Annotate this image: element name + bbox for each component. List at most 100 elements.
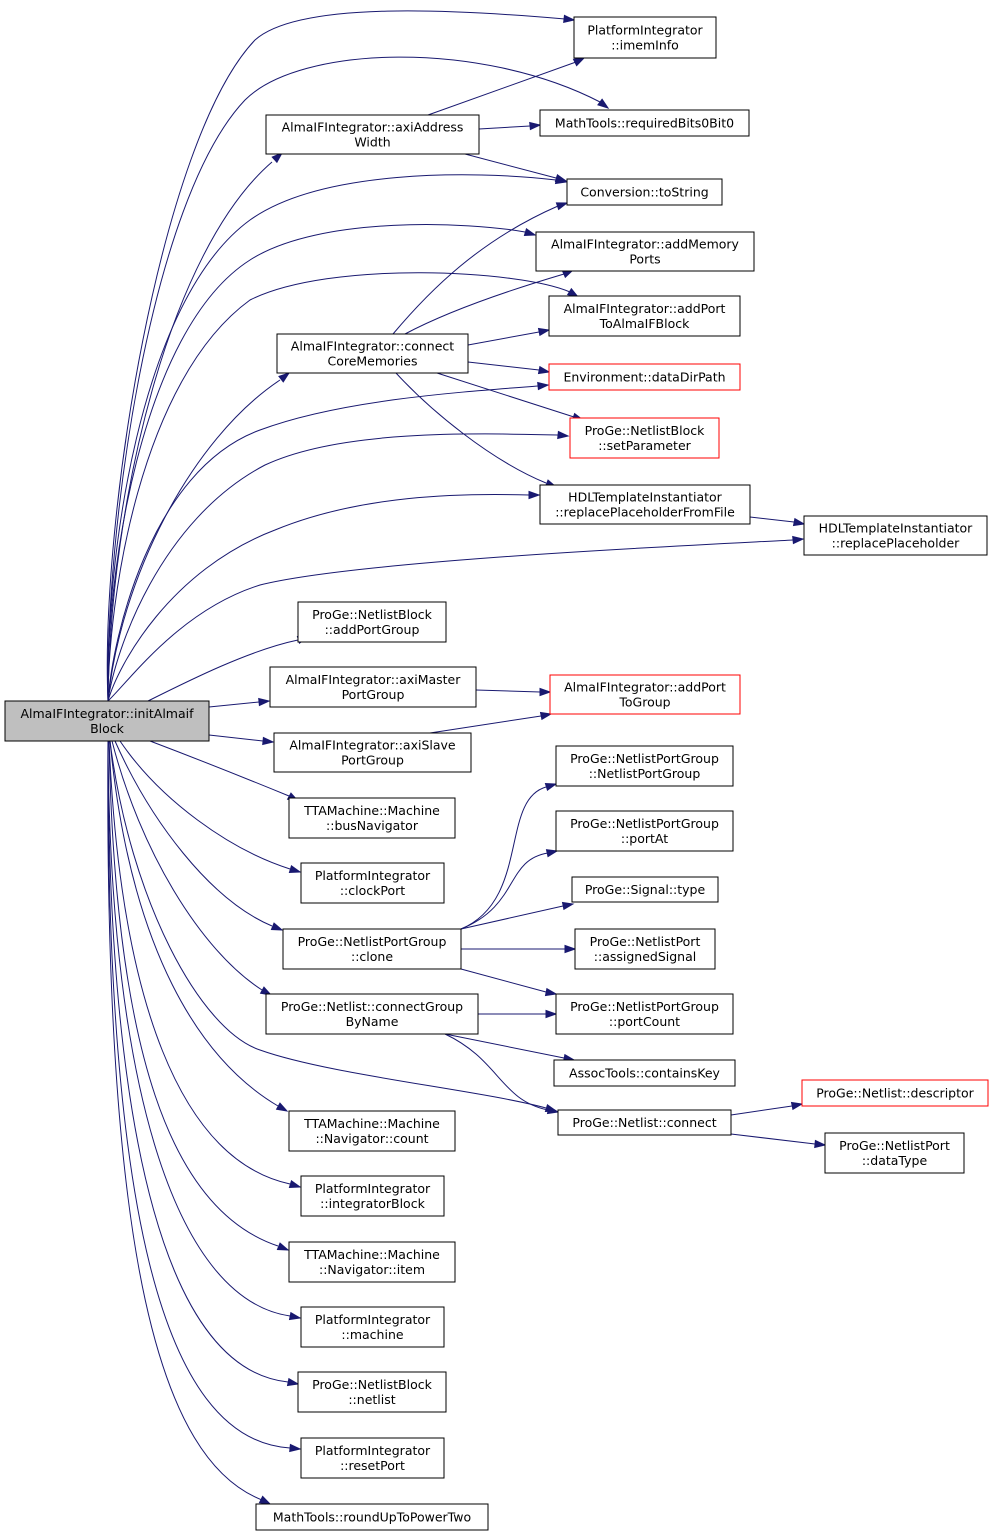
node-bus-navigator[interactable]: TTAMachine::Machine::busNavigator [288, 797, 456, 839]
edge-arrowhead [288, 1179, 302, 1189]
edge-root-to-set-parameter [107, 430, 570, 702]
edge-axi-master-to-add-port-to-group [475, 687, 552, 697]
node-add-port-group[interactable]: ProGe::NetlistBlock::addPortGroup [297, 601, 447, 643]
node-data-dir-path[interactable]: Environment::dataDirPath [548, 363, 741, 391]
edge-root-to-netlist [107, 740, 300, 1387]
node-label-line: ProGe::NetlistPort [839, 1138, 950, 1153]
edge-line [730, 1133, 816, 1145]
edge-arrowhead [275, 1102, 289, 1112]
node-label-line: ::portCount [609, 1014, 680, 1029]
node-reset-port[interactable]: PlatformIntegrator::resetPort [300, 1437, 445, 1479]
node-label-line: ProGe::NetlistBlock [585, 423, 706, 438]
node-label-line: ::assignedSignal [594, 949, 696, 964]
node-connect[interactable]: ProGe::Netlist::connect [557, 1109, 732, 1136]
node-box [566, 178, 723, 206]
node-signal-type[interactable]: ProGe::Signal::type [571, 876, 719, 903]
edge-ccm-to-replace-from-file [395, 372, 558, 488]
edge-line [460, 905, 564, 930]
node-clone[interactable]: ProGe::NetlistPortGroup::clone [282, 928, 462, 970]
node-label-line: ::integratorBlock [320, 1196, 425, 1211]
node-round-up[interactable]: MathTools::roundUpToPowerTwo [255, 1503, 489, 1531]
node-label-line: CoreMemories [327, 354, 417, 369]
node-integrator-block[interactable]: PlatformIntegrator::integratorBlock [300, 1175, 445, 1217]
node-label-line: PlatformIntegrator [315, 1181, 431, 1196]
node-label-line: ProGe::Netlist::descriptor [816, 1086, 974, 1101]
edge-clone-to-assigned-signal [461, 944, 577, 954]
node-port-at[interactable]: ProGe::NetlistPortGroup::portAt [555, 810, 734, 852]
edge-root-to-required-bits [107, 56, 610, 702]
node-netlist[interactable]: ProGe::NetlistBlock::netlist [297, 1371, 447, 1413]
node-label-line: Ports [629, 252, 660, 267]
edge-line [108, 740, 279, 1247]
node-box [803, 515, 988, 556]
edge-arrowhead [555, 202, 569, 211]
node-imem-info[interactable]: PlatformIntegrator::imemInfo [573, 16, 717, 59]
edge-arrowhead [545, 1009, 558, 1019]
node-data-type[interactable]: ProGe::NetlistPort::dataType [824, 1132, 965, 1174]
node-npg-ctor[interactable]: ProGe::NetlistPortGroup::NetlistPortGrou… [555, 745, 734, 787]
node-label-line: ::replacePlaceholder [832, 536, 961, 551]
edge-arrowhead [288, 1311, 302, 1321]
node-label-line: AlmaIFIntegrator::addPort [564, 680, 726, 695]
edge-connect-to-data-type [730, 1133, 827, 1149]
node-assigned-signal[interactable]: ProGe::NetlistPort::assignedSignal [574, 928, 716, 970]
node-label-line: ::imemInfo [611, 38, 679, 53]
node-label-line: ::addPortGroup [325, 622, 420, 637]
node-box [300, 1306, 445, 1348]
edge-clone-to-signal-type [460, 901, 575, 930]
edge-line [107, 385, 539, 702]
node-label-line: AlmaIFIntegrator::initAlmaif [20, 706, 194, 721]
node-descriptor[interactable]: ProGe::Netlist::descriptor [801, 1079, 989, 1107]
node-nav-count[interactable]: TTAMachine::Machine::Navigator::count [288, 1110, 456, 1152]
node-contains-key[interactable]: AssocTools::containsKey [553, 1059, 736, 1087]
node-box [273, 732, 472, 773]
edge-line [395, 372, 547, 484]
node-box [539, 484, 751, 525]
node-box [574, 928, 716, 970]
edge-arrowhead [790, 1101, 804, 1111]
node-replace-from-file[interactable]: HDLTemplateInstantiator::replacePlacehol… [539, 484, 751, 525]
edge-line [147, 639, 299, 702]
edge-arrowhead [597, 98, 610, 109]
edge-arrowhead [286, 1377, 300, 1387]
node-replace-placeholder[interactable]: HDLTemplateInstantiator::replacePlacehol… [803, 515, 988, 556]
node-to-string[interactable]: Conversion::toString [566, 178, 723, 206]
node-required-bits[interactable]: MathTools::requiredBits0Bit0 [539, 109, 750, 137]
node-label-line: PlatformIntegrator [587, 23, 703, 38]
edge-line [460, 968, 547, 993]
edge-line [109, 740, 547, 1109]
edge-arrowhead [537, 381, 550, 391]
edge-aaw-to-required-bits [478, 121, 542, 131]
node-label-line: ::Navigator::item [319, 1262, 425, 1277]
node-label-line: ::clone [351, 949, 393, 964]
edge-arrowhead [288, 864, 302, 874]
edge-root-to-connect-core-memories [107, 372, 291, 702]
node-label-line: ProGe::NetlistPortGroup [570, 751, 719, 766]
node-box [265, 993, 479, 1035]
node-label-line: ::busNavigator [326, 818, 419, 833]
node-label-line: PlatformIntegrator [315, 868, 431, 883]
node-box [276, 333, 469, 374]
node-set-parameter[interactable]: ProGe::NetlistBlock::setParameter [569, 417, 720, 459]
edge-root-to-add-memory-ports [107, 224, 537, 702]
node-machine[interactable]: PlatformIntegrator::machine [300, 1306, 445, 1348]
edge-arrowhead [545, 849, 559, 858]
node-label-line: PortGroup [341, 753, 404, 768]
node-box [548, 363, 741, 391]
node-box [801, 1079, 989, 1107]
node-label-line: Environment::dataDirPath [563, 370, 725, 385]
node-clock-port[interactable]: PlatformIntegrator::clockPort [300, 862, 445, 904]
edge-aaw-to-to-string [464, 153, 568, 183]
node-port-count[interactable]: ProGe::NetlistPortGroup::portCount [555, 993, 734, 1035]
node-nav-item[interactable]: TTAMachine::Machine::Navigator::item [288, 1241, 456, 1283]
node-box [4, 700, 210, 742]
